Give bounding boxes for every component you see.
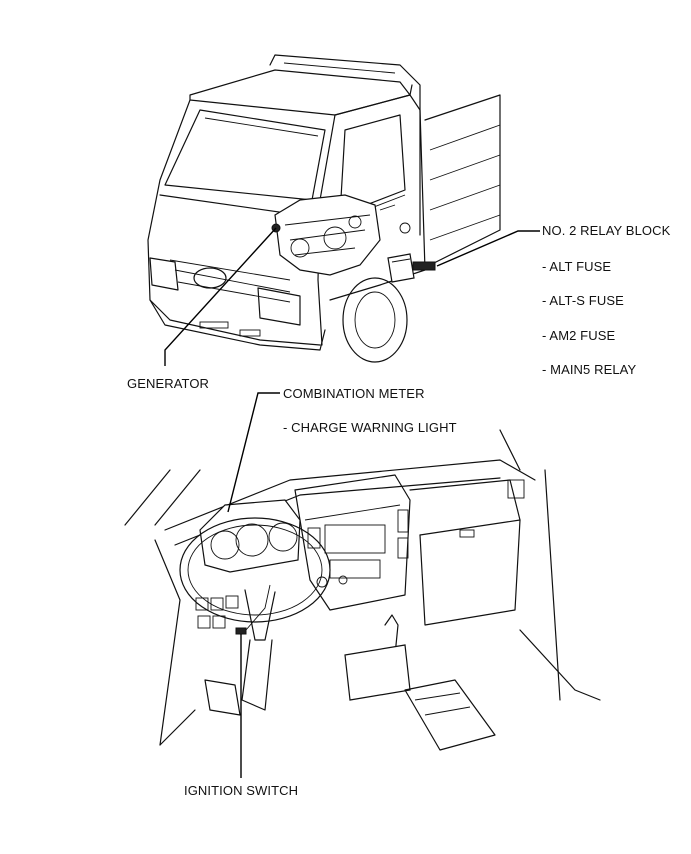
charge-warning-light-label: - CHARGE WARNING LIGHT [283,420,457,435]
generator-label: GENERATOR [127,376,210,391]
alt-fuse-label: - ALT FUSE [542,259,612,274]
truck-illustration [147,54,501,363]
relay-block-label: NO. 2 RELAY BLOCK [542,223,671,238]
ignition-switch-label: IGNITION SWITCH [184,783,299,798]
am2-fuse-label: - AM2 FUSE [542,328,616,343]
alt-s-fuse-label: - ALT-S FUSE [542,293,624,308]
dashboard-illustration [124,429,601,751]
main5-relay-label: - MAIN5 RELAY [542,362,637,377]
leader-lines [164,227,540,778]
combination-meter-label: COMBINATION METER [283,386,425,401]
